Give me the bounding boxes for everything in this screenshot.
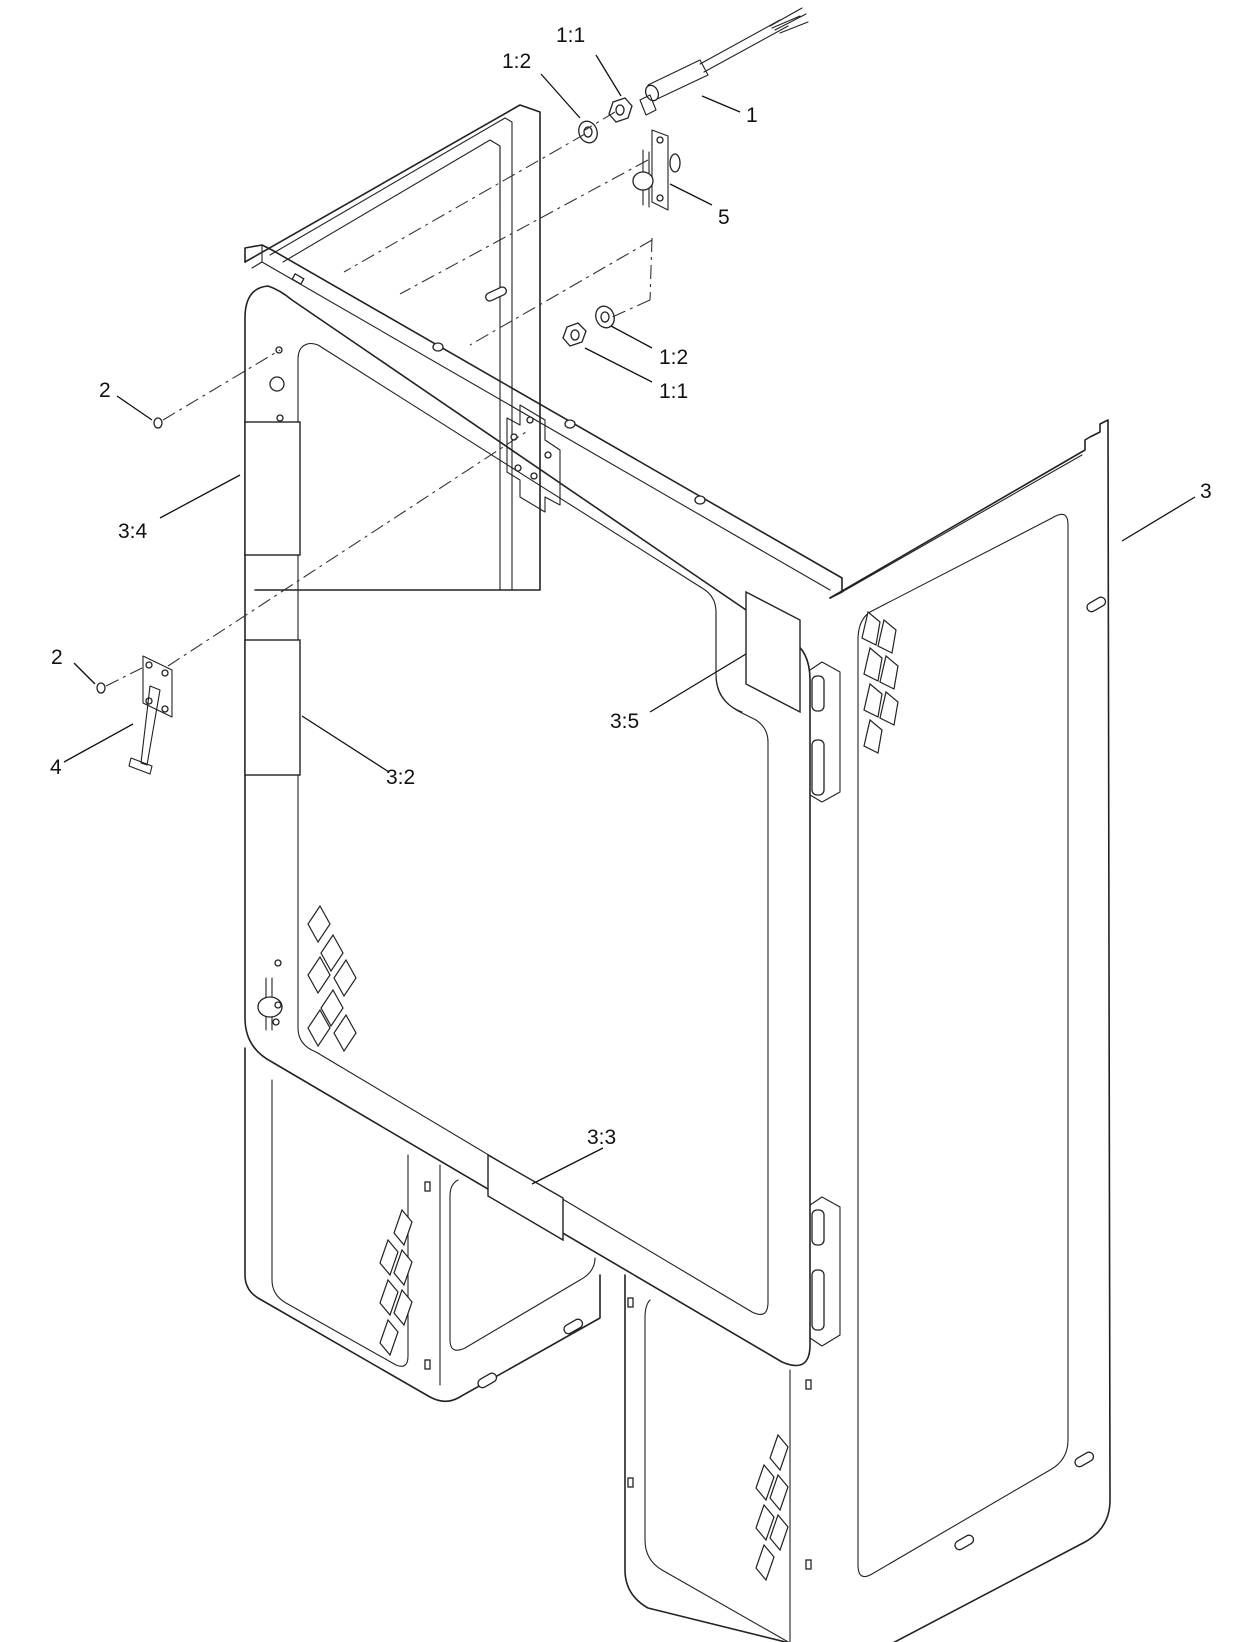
screw-upper <box>153 417 163 429</box>
lock-washer-1-2-top <box>578 120 598 144</box>
callout-3-3: 3:3 <box>587 1126 616 1149</box>
screw-lower <box>96 682 106 694</box>
lower-right-enclosure <box>624 1274 812 1642</box>
callout-3-2: 3:2 <box>386 766 415 789</box>
decal-3-4 <box>244 421 301 556</box>
callout-3-5: 3:5 <box>610 710 639 733</box>
door-hinge-upper <box>809 661 841 803</box>
callout-3: 3 <box>1200 480 1212 503</box>
rear-frame-panel <box>244 104 541 591</box>
lock-washer-1-2-mid <box>595 305 615 329</box>
nut-1-1-top <box>608 97 633 123</box>
callout-2-upper: 2 <box>99 379 111 402</box>
switch-with-cable <box>639 7 809 116</box>
callout-3-4: 3:4 <box>118 520 148 543</box>
door-vent-pattern <box>307 904 357 1053</box>
lower-left-enclosure <box>244 1047 601 1403</box>
leader-lines <box>63 54 1196 1185</box>
door-holder-hook <box>128 655 173 775</box>
door-panel <box>244 285 811 1367</box>
decal-3-3 <box>487 1153 564 1242</box>
callout-1: 1 <box>746 104 758 127</box>
callout-1-2-top: 1:2 <box>502 50 531 73</box>
callout-1-1-top: 1:1 <box>556 24 585 47</box>
callout-2-lower: 2 <box>51 646 63 669</box>
decal-3-5 <box>745 590 801 714</box>
latch-bracket <box>632 129 681 211</box>
decal-3-2 <box>244 639 301 776</box>
nut-1-1-mid <box>562 322 587 347</box>
callout-4: 4 <box>50 756 62 779</box>
top-rail <box>244 244 843 599</box>
side-vent-pattern <box>861 610 899 754</box>
callout-1-1-mid: 1:1 <box>659 380 688 403</box>
callout-5: 5 <box>718 206 730 229</box>
door-hinge-lower <box>809 1196 841 1347</box>
callout-1-2-mid: 1:2 <box>659 346 688 369</box>
right-side-panel <box>829 419 1111 1642</box>
assembly-lines <box>105 111 653 687</box>
